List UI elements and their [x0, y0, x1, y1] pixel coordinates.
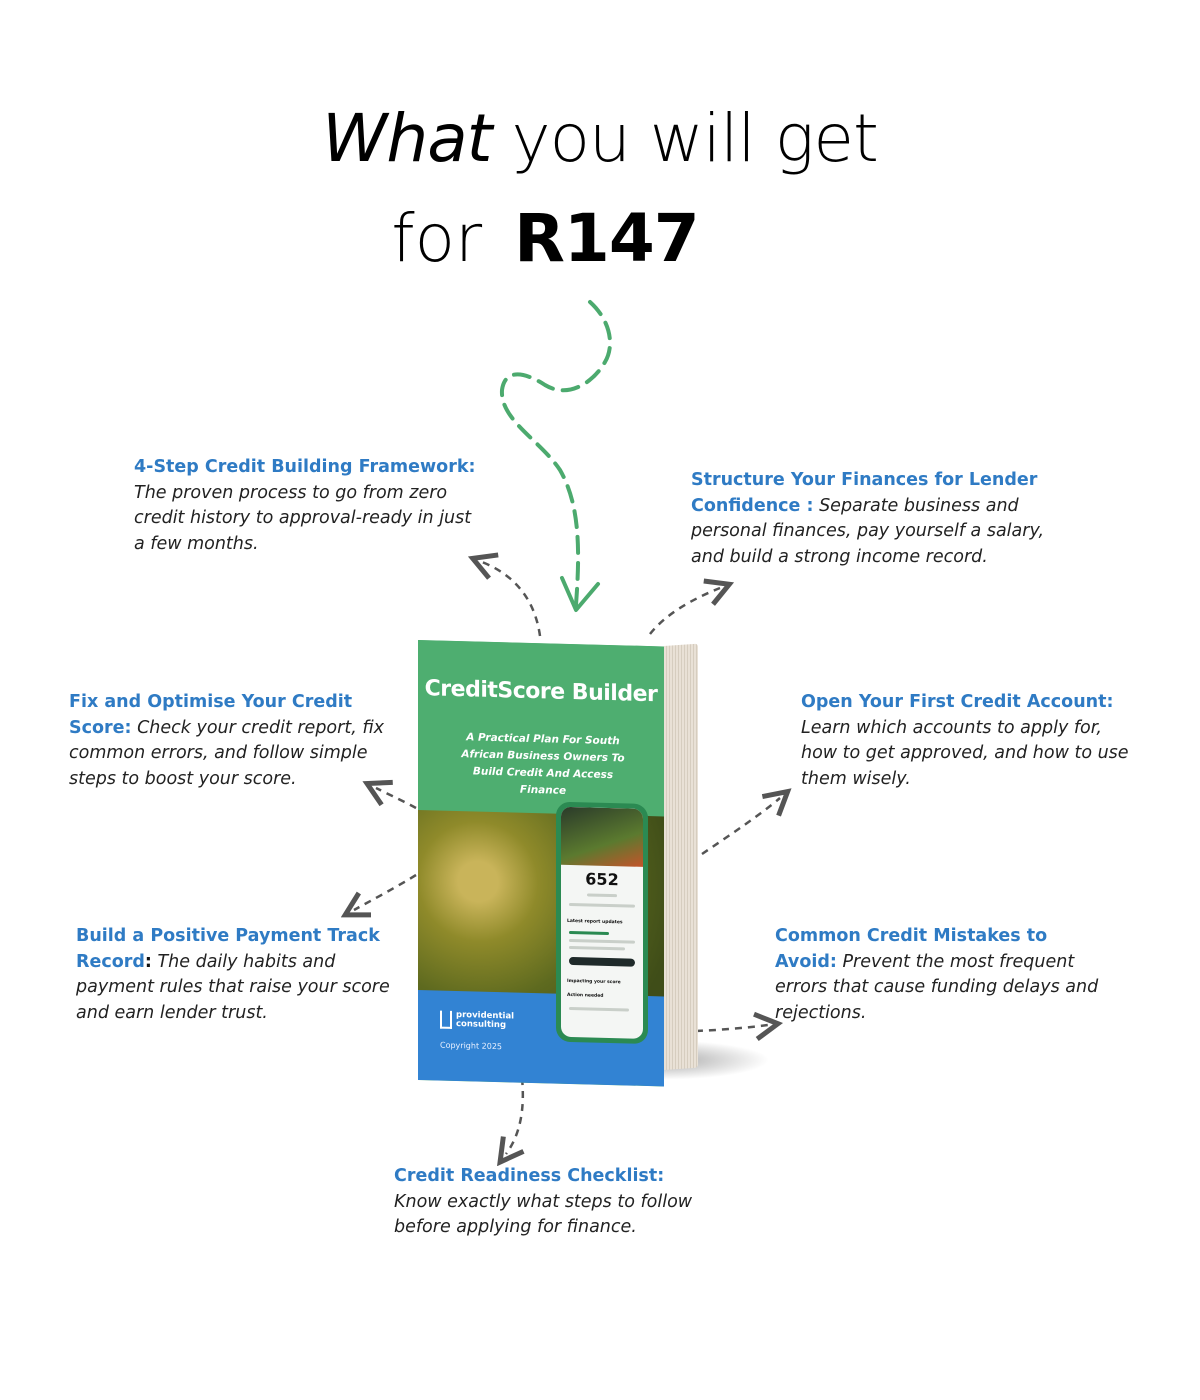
price-label: R147 [514, 200, 700, 277]
feature-description: Prevent the most frequent errors that ca… [775, 951, 1099, 1023]
phone-section-heading: Latest report updates [567, 918, 623, 926]
headline-line-1: What you will get [0, 100, 1200, 177]
feature-description: Know exactly what steps to follow before… [394, 1191, 693, 1238]
brand-logo-icon [440, 1010, 452, 1029]
book-copyright: Copyright 2025 [440, 1040, 502, 1052]
phone-credit-score: 652 [585, 869, 619, 890]
feature-open-account: Open Your First Credit Account: Learn wh… [801, 690, 1141, 792]
feature-description: Check your credit report, fix common err… [69, 717, 384, 789]
feature-mistakes: Common Credit Mistakes to Avoid: Prevent… [775, 924, 1115, 1026]
book-mockup: CreditScore Builder A Practical Plan For… [418, 640, 664, 1087]
feature-checklist: Credit Readiness Checklist: Know exactly… [394, 1164, 744, 1241]
feature-framework: 4-Step Credit Building Framework: The pr… [134, 455, 484, 557]
headline-rest: you will get [511, 100, 879, 177]
feature-fix-score: Fix and Optimise Your Credit Score: Chec… [69, 690, 409, 792]
phone-placeholder-line [587, 893, 617, 898]
phone-screen: 652 Latest report updates Impacting your… [561, 806, 643, 1039]
arrow-open-account [701, 798, 780, 856]
phone-placeholder-line [569, 902, 635, 908]
feature-description: The proven process to go from zero credi… [134, 482, 472, 554]
headline-for: for [391, 200, 483, 277]
phone-placeholder-line [569, 930, 609, 936]
phone-mockup: 652 Latest report updates Impacting your… [556, 801, 648, 1045]
brand-name-line2: consulting [456, 1018, 507, 1031]
book-cover: CreditScore Builder A Practical Plan For… [418, 640, 664, 1087]
arrow-payment-record [354, 873, 417, 910]
green-arrowhead [560, 576, 600, 612]
phone-section-heading: Action needed [567, 992, 604, 999]
book-pages-edge [664, 643, 698, 1070]
arrow-mistakes [695, 1025, 768, 1031]
phone-button [569, 956, 635, 967]
phone-placeholder-line [569, 938, 635, 944]
feature-description: The daily habits and payment rules that … [76, 951, 390, 1023]
phone-placeholder-line [569, 945, 625, 951]
feature-title: 4-Step Credit Building Framework: [134, 457, 476, 477]
headline-line-2: for R147 [0, 200, 1200, 277]
arrow-fix-score [376, 788, 417, 810]
feature-title: Open Your First Credit Account: [801, 692, 1114, 712]
feature-description: Separate business and personal finances,… [691, 495, 1045, 567]
headline-italic-word: What [322, 100, 492, 177]
arrow-framework [482, 562, 542, 637]
phone-section-heading: Impacting your score [567, 978, 621, 986]
phone-placeholder-line [569, 1006, 629, 1012]
feature-description: Learn which accounts to apply for, how t… [801, 717, 1129, 789]
feature-title: Structure Your Finances for Lender Confi… [691, 470, 1038, 516]
book-subtitle: A Practical Plan For South African Busin… [461, 731, 625, 797]
feature-title-colon: : [144, 951, 152, 972]
feature-title: Credit Readiness Checklist: [394, 1166, 665, 1186]
arrow-checklist [506, 1077, 523, 1154]
feature-title: Build a Positive Payment Track Record [76, 926, 380, 972]
feature-title: Fix and Optimise Your Credit Score: [69, 692, 353, 738]
feature-title: Common Credit Mistakes to Avoid: [775, 926, 1048, 972]
arrow-structure [649, 588, 720, 635]
phone-header-image [561, 806, 643, 867]
feature-payment-record: Build a Positive Payment Track Record: T… [76, 924, 396, 1026]
feature-structure: Structure Your Finances for Lender Confi… [691, 468, 1076, 570]
green-squiggle-arrow [499, 300, 612, 607]
